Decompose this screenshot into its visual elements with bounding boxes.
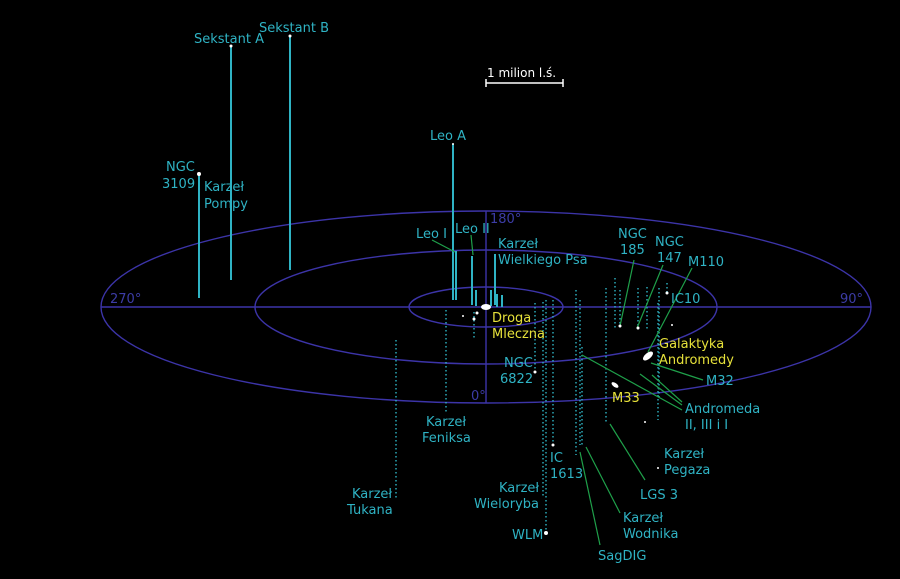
leader-lines: [431, 234, 704, 546]
label-ngc147-2: 147: [657, 251, 682, 266]
scale-bar: 1 milion l.ś.: [485, 66, 564, 87]
label-andromeda-1: Galaktyka: [659, 337, 724, 352]
label-andromeda-sats-2: II, III i I: [685, 418, 728, 433]
label-tukan-2: Tukana: [346, 503, 393, 518]
label-ngc3109-1: NGC: [166, 160, 195, 175]
label-wieloryb-1: Karzeł: [499, 481, 539, 496]
label-ngc6822-1: NGC: [504, 356, 533, 371]
label-wieloryb-2: Wieloryba: [474, 497, 539, 512]
stems-above: [198, 36, 503, 307]
angle-90: 90°: [840, 292, 863, 307]
label-canis-1: Karzeł: [498, 237, 538, 252]
label-m110: M110: [688, 255, 724, 270]
label-sagdig: SagDIG: [598, 549, 646, 564]
label-tukan-1: Karzeł: [352, 487, 392, 502]
label-leo-i: Leo I: [416, 227, 447, 242]
label-ic10: IC10: [671, 292, 700, 307]
angle-0: 0°: [471, 389, 486, 404]
label-m33: M33: [612, 391, 640, 406]
label-andromeda-sats-1: Andromeda: [685, 402, 760, 417]
label-sekstant-a: Sekstant A: [194, 32, 264, 47]
label-ngc185-1: NGC: [618, 227, 647, 242]
label-sekstant-b: Sekstant B: [259, 21, 329, 36]
galaxy-labels: Sekstant A Sekstant B NGC 3109 Karzeł Po…: [162, 21, 760, 564]
label-ic1613-1: IC: [550, 451, 563, 466]
milky-way-marker: [481, 304, 491, 310]
label-feniks-2: Feniksa: [422, 431, 471, 446]
label-milky-way-2: Mleczna: [492, 327, 545, 342]
label-canis-2: Wielkiego Psa: [498, 253, 588, 268]
label-andromeda-2: Andromedy: [659, 353, 734, 368]
label-ngc6822-2: 6822: [500, 372, 533, 387]
label-m32: M32: [706, 374, 734, 389]
label-pegaz-1: Karzeł: [664, 447, 704, 462]
angle-270: 270°: [110, 292, 141, 307]
label-pompy-2: Pompy: [204, 197, 248, 212]
label-pompy-1: Karzeł: [204, 180, 244, 195]
andromeda-marker: [643, 351, 653, 361]
label-ngc185-2: 185: [620, 243, 645, 258]
label-pegaz-2: Pegaza: [664, 463, 710, 478]
stems-below: [395, 278, 668, 533]
label-ic1613-2: 1613: [550, 467, 583, 482]
label-lgs3: LGS 3: [640, 488, 678, 503]
label-wlm: WLM: [512, 528, 543, 543]
angle-180: 180°: [490, 212, 521, 227]
m33-marker: [611, 382, 619, 388]
label-ngc3109-2: 3109: [162, 177, 195, 192]
label-ngc147-1: NGC: [655, 235, 684, 250]
label-milky-way-1: Droga: [492, 311, 531, 326]
label-leo-a: Leo A: [430, 129, 466, 144]
galaxy-markers: [197, 34, 673, 535]
label-leo-ii: Leo II: [455, 222, 490, 237]
scale-bar-label: 1 milion l.ś.: [487, 66, 556, 80]
label-feniks-1: Karzeł: [426, 415, 466, 430]
label-wodnik-2: Wodnika: [623, 527, 678, 542]
label-wodnik-1: Karzeł: [623, 511, 663, 526]
